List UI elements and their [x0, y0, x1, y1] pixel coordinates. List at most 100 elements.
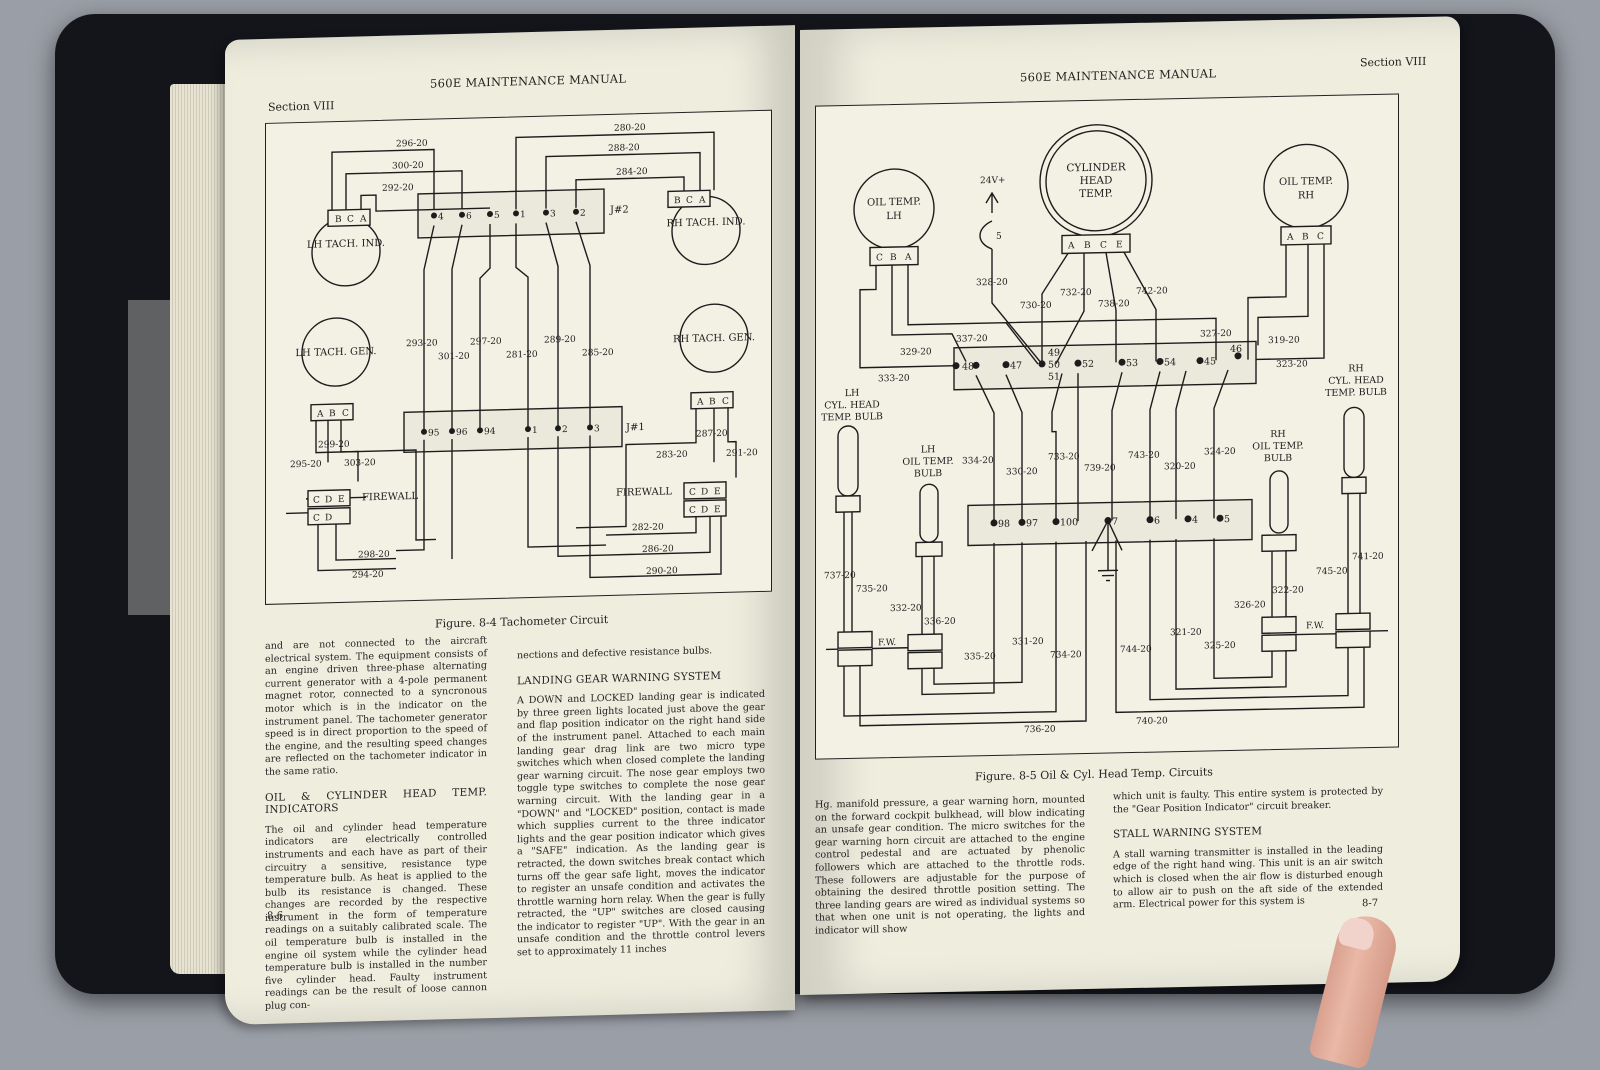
j2-terminal: 5 — [494, 211, 500, 221]
left-column-2: nections and defective resistance bulbs.… — [517, 644, 765, 960]
rh-tach-ind-label: RH TACH. IND. — [666, 216, 745, 229]
fw-left-label: F.W. — [878, 638, 896, 648]
wire-label: 336-20 — [924, 617, 956, 628]
rh-cyl-bulb-label: TEMP. BULB — [1325, 387, 1387, 399]
left-page: Section VIII 560E MAINTENANCE MANUAL — [225, 25, 795, 1025]
wire-label: 303-20 — [344, 458, 376, 469]
j1-terminal: 2 — [562, 425, 568, 435]
pin: B — [890, 253, 897, 263]
wire-label: 730-20 — [1020, 301, 1052, 312]
wire-label: 733-20 — [1048, 452, 1080, 463]
wire-label: 741-20 — [1352, 552, 1384, 563]
left-section-label: Section VIII — [268, 99, 335, 114]
left-page-number: 8-6 — [267, 910, 284, 922]
j2-terminal: 3 — [550, 209, 556, 219]
right-page-number: 8-7 — [1362, 897, 1379, 910]
pin: A — [1286, 233, 1294, 243]
pin: C — [1100, 241, 1107, 251]
cyl-head-label-3: TEMP. — [1079, 187, 1113, 200]
wire-label: 323-20 — [1276, 359, 1308, 370]
rh-oil-bulb-label: RH — [1270, 429, 1285, 440]
terminal: 52 — [1082, 359, 1094, 370]
paragraph: nections and defective resistance bulbs. — [517, 645, 713, 662]
wire-label: 331-20 — [1012, 637, 1044, 648]
wire-label: 327-20 — [1200, 329, 1232, 340]
wire-label: 330-20 — [1006, 467, 1038, 478]
lh-cyl-bulb-label: CYL. HEAD — [824, 399, 880, 411]
left-column-1: and are not connected to the aircraft el… — [265, 635, 487, 1013]
rh-cyl-bulb-label: CYL. HEAD — [1328, 375, 1384, 387]
wire-label: 745-20 — [1316, 567, 1348, 578]
terminal: 5 — [1224, 514, 1230, 525]
firewall-right-label: FIREWALL — [616, 486, 672, 498]
j1-terminal: 94 — [484, 427, 496, 437]
j2-terminal: 1 — [520, 210, 526, 220]
paragraph: and are not connected to the aircraft el… — [265, 635, 487, 778]
j2-terminal: 4 — [438, 212, 444, 222]
rh-oil-bulb-label: BULB — [1264, 453, 1292, 465]
pin: A — [904, 253, 912, 263]
pin: A — [696, 397, 704, 407]
wire-label: 301-20 — [438, 352, 470, 363]
section-heading: LANDING GEAR WARNING SYSTEM — [517, 669, 722, 687]
wire-label: 284-20 — [616, 167, 648, 178]
rh-oil-bulb-label: OIL TEMP. — [1252, 440, 1303, 452]
j1-label: J#1 — [625, 422, 645, 434]
j2-label: J#2 — [609, 204, 629, 216]
pin: C — [342, 409, 349, 419]
paragraph: which unit is faulty. This entire system… — [1113, 785, 1383, 816]
supply-label: 24V+ — [980, 176, 1005, 187]
lh-oil-bulb-label: LH — [921, 444, 936, 455]
paragraph: A stall warning transmitter is installed… — [1113, 843, 1383, 911]
lh-oil-bulb-label: BULB — [914, 468, 942, 480]
wire-label: 280-20 — [614, 123, 646, 134]
paragraph: Hg. manifold pressure, a gear warning ho… — [815, 794, 1085, 937]
oil-temp-rh-label-2: RH — [1298, 190, 1315, 201]
lh-cyl-bulb-label: LH — [845, 388, 860, 399]
right-page: 560E MAINTENANCE MANUAL Section VIII — [800, 16, 1460, 995]
terminal: 54 — [1164, 357, 1176, 368]
pin: D — [701, 487, 708, 497]
pin: A — [359, 214, 367, 224]
terminal: 48 — [962, 361, 974, 372]
pin: C — [876, 253, 883, 263]
j2-terminal: 2 — [580, 209, 586, 219]
terminal: 6 — [1154, 515, 1160, 526]
tachometer-svg: LH TACH. IND. RH TACH. IND. LH TACH. GEN… — [286, 123, 758, 581]
wire-label: 294-20 — [352, 570, 384, 581]
pin: D — [701, 505, 708, 515]
pin: C — [1317, 232, 1324, 242]
pin: C — [689, 488, 696, 498]
terminal: 97 — [1026, 518, 1038, 529]
wire-label: 735-20 — [856, 584, 888, 595]
wire-label: 281-20 — [506, 350, 538, 361]
terminal: 51 — [1048, 372, 1060, 383]
tachometer-diagram: LH TACH. IND. RH TACH. IND. LH TACH. GEN… — [265, 109, 772, 605]
paragraph: A DOWN and LOCKED landing gear is indica… — [517, 689, 765, 959]
right-section-label: Section VIII — [1360, 54, 1427, 70]
wire-label: 292-20 — [382, 183, 414, 194]
right-column-1: Hg. manifold pressure, a gear warning ho… — [815, 794, 1085, 938]
firewall-left-label: FIREWALL — [362, 491, 418, 503]
wire-label: 322-20 — [1272, 585, 1304, 596]
left-manual-title: 560E MAINTENANCE MANUAL — [430, 71, 627, 91]
wire-label: 287-20 — [696, 429, 728, 440]
cyl-head-label-1: CYLINDER — [1066, 161, 1126, 174]
wire-label: 285-20 — [582, 348, 614, 359]
pin: C — [313, 514, 320, 524]
pin: B — [1302, 232, 1309, 242]
pin: A — [316, 409, 324, 419]
wire-label: 329-20 — [900, 347, 932, 358]
j1-terminal: 95 — [428, 428, 440, 438]
lh-tach-ind-label: LH TACH. IND. — [307, 238, 385, 251]
wire-label: 744-20 — [1120, 645, 1152, 656]
pin: C — [689, 506, 696, 516]
pin: B — [329, 409, 336, 419]
pin: B — [709, 397, 716, 407]
oil-cyl-temp-diagram: OIL TEMP. LH CYLINDER HEAD TEMP. OIL TEM… — [815, 93, 1399, 760]
wire-label: 297-20 — [470, 337, 502, 348]
pin: D — [325, 513, 332, 523]
wire-label: 293-20 — [406, 338, 438, 349]
wire-label: 332-20 — [890, 603, 922, 614]
